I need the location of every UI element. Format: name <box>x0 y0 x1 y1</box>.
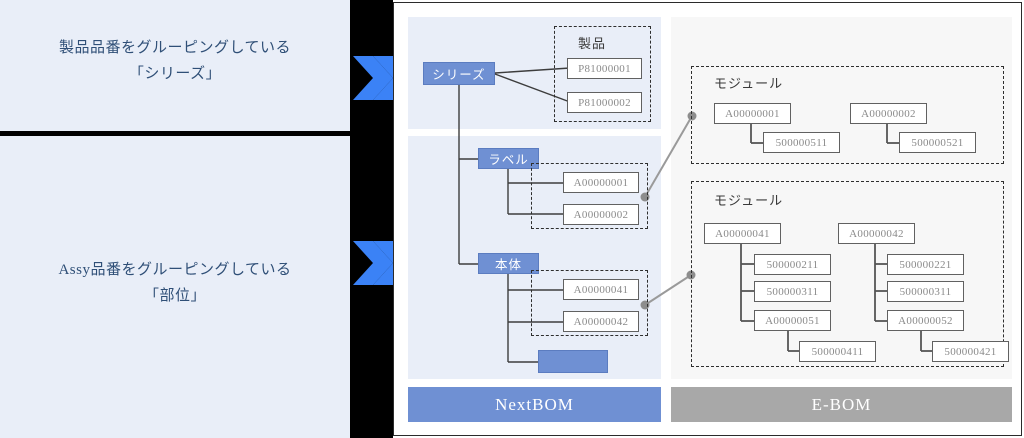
group-label <box>531 163 648 229</box>
footer-nextbom[interactable]: NextBOM <box>408 387 661 422</box>
node-label[interactable]: ラベル <box>478 148 539 169</box>
node-body[interactable]: 本体 <box>478 253 539 274</box>
part-box-500000311-right[interactable]: 500000311 <box>887 281 964 302</box>
left-explanation-panel <box>0 0 350 438</box>
part-box-a00000042-eb[interactable]: A00000042 <box>838 223 915 244</box>
note-assy-grouping: Assy品番をグルーピングしている 「部位」 <box>0 258 350 309</box>
group-body <box>531 270 648 336</box>
part-box-p81000001[interactable]: P81000001 <box>567 58 642 79</box>
group-module-top-title: モジュール <box>714 76 784 91</box>
group-product <box>554 26 651 122</box>
group-module-bottom <box>691 181 1004 367</box>
part-box-500000311-left[interactable]: 500000311 <box>754 281 831 302</box>
part-box-a00000051[interactable]: A00000051 <box>754 310 831 331</box>
part-box-500000511[interactable]: 500000511 <box>763 132 840 153</box>
footer-ebom[interactable]: E-BOM <box>671 387 1012 422</box>
part-box-500000211[interactable]: 500000211 <box>754 254 831 275</box>
note-series-line1: 製品品番をグルーピングしている <box>58 40 292 56</box>
left-panel-divider <box>0 131 350 136</box>
part-box-a00000001-nb[interactable]: A00000001 <box>563 172 639 193</box>
part-box-a00000041-eb[interactable]: A00000041 <box>704 223 781 244</box>
note-series-grouping: 製品品番をグルーピングしている 「シリーズ」 <box>0 36 350 87</box>
part-box-a00000052[interactable]: A00000052 <box>887 310 964 331</box>
group-module-bottom-title: モジュール <box>714 193 784 208</box>
node-series[interactable]: シリーズ <box>423 62 495 85</box>
part-box-a00000002-eb[interactable]: A00000002 <box>850 103 927 124</box>
part-box-p81000002[interactable]: P81000002 <box>567 92 642 113</box>
note-assy-line2: 「部位」 <box>143 287 206 304</box>
part-box-500000521[interactable]: 500000521 <box>899 132 976 153</box>
part-box-500000421[interactable]: 500000421 <box>932 341 1009 362</box>
group-module-top <box>691 66 1004 164</box>
note-series-line2: 「シリーズ」 <box>128 65 222 82</box>
part-box-a00000001-eb[interactable]: A00000001 <box>714 103 791 124</box>
part-box-a00000042-nb[interactable]: A00000042 <box>563 311 639 332</box>
part-box-a00000041-nb[interactable]: A00000041 <box>563 279 639 300</box>
part-box-500000221[interactable]: 500000221 <box>887 254 964 275</box>
node-blank[interactable] <box>538 350 608 373</box>
part-box-a00000002-nb[interactable]: A00000002 <box>563 204 639 225</box>
note-assy-line1: Assy品番をグルーピングしている <box>58 262 292 278</box>
part-box-500000411[interactable]: 500000411 <box>799 341 876 362</box>
group-product-title: 製品 <box>578 36 607 51</box>
